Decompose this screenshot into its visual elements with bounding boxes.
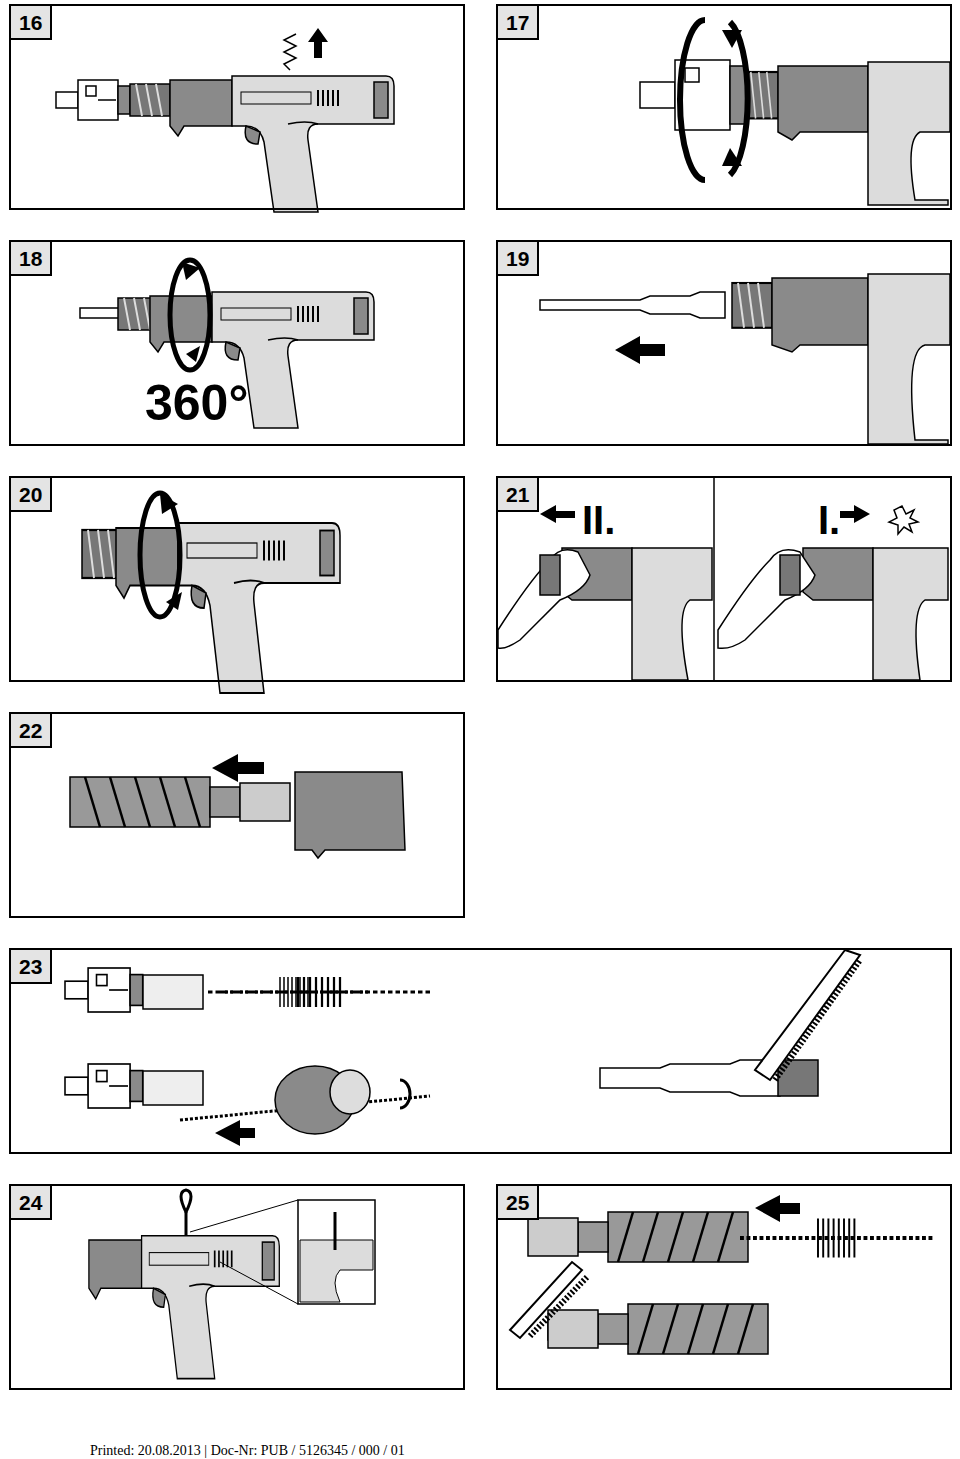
step-number: 23 bbox=[11, 950, 52, 984]
step-number: 16 bbox=[11, 6, 52, 40]
step-label: I. bbox=[818, 500, 840, 540]
step-number: 19 bbox=[498, 242, 539, 276]
step-panel: 22 bbox=[9, 712, 465, 918]
step-number: 21 bbox=[498, 478, 539, 512]
step-panel: 21 bbox=[496, 476, 952, 682]
step-panel: 23 bbox=[9, 948, 952, 1154]
step-number: 17 bbox=[498, 6, 539, 40]
step-number: 20 bbox=[11, 478, 52, 512]
step-label: II. bbox=[582, 500, 615, 540]
step-panel: 17 bbox=[496, 4, 952, 210]
step-number: 22 bbox=[11, 714, 52, 748]
step-panel: 19 bbox=[496, 240, 952, 446]
step-label: 360° bbox=[145, 378, 248, 428]
step-number: 25 bbox=[498, 1186, 539, 1220]
print-note: Printed: 20.08.2013 | Doc-Nr: PUB / 5126… bbox=[90, 1444, 405, 1458]
step-panel: 20 bbox=[9, 476, 465, 682]
step-number: 18 bbox=[11, 242, 52, 276]
step-number: 24 bbox=[11, 1186, 52, 1220]
step-panel: 25 bbox=[496, 1184, 952, 1390]
step-panel: 24 bbox=[9, 1184, 465, 1390]
step-panel: 16 bbox=[9, 4, 465, 210]
